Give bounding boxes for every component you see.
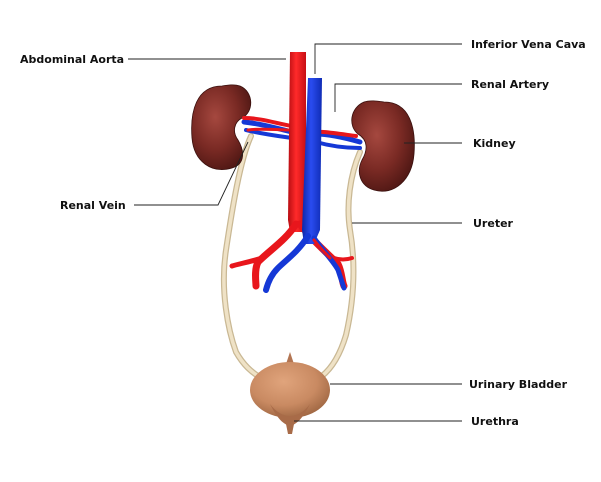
label-renal-vein: Renal Vein [60, 199, 126, 212]
kidney-right [351, 100, 415, 192]
leader-renal-artery [334, 83, 462, 112]
label-urinary-bladder: Urinary Bladder [469, 378, 568, 391]
urethra [286, 424, 294, 434]
leader-renal-vein [134, 141, 249, 206]
label-inferior-vena-cava: Inferior Vena Cava [471, 38, 586, 51]
ureter-left [220, 133, 261, 379]
label-urethra: Urethra [471, 415, 519, 428]
label-kidney: Kidney [473, 137, 516, 150]
ureter-right [319, 149, 363, 379]
inferior-vena-cava [263, 78, 347, 293]
urinary-bladder [250, 352, 330, 426]
label-abdominal-aorta: Abdominal Aorta [20, 53, 124, 66]
label-renal-artery: Renal Artery [471, 78, 549, 91]
leader-inferior-vena-cava [314, 43, 462, 74]
renal-vessels-left [241, 116, 295, 140]
label-ureter: Ureter [473, 217, 514, 230]
kidney-left [191, 84, 252, 170]
